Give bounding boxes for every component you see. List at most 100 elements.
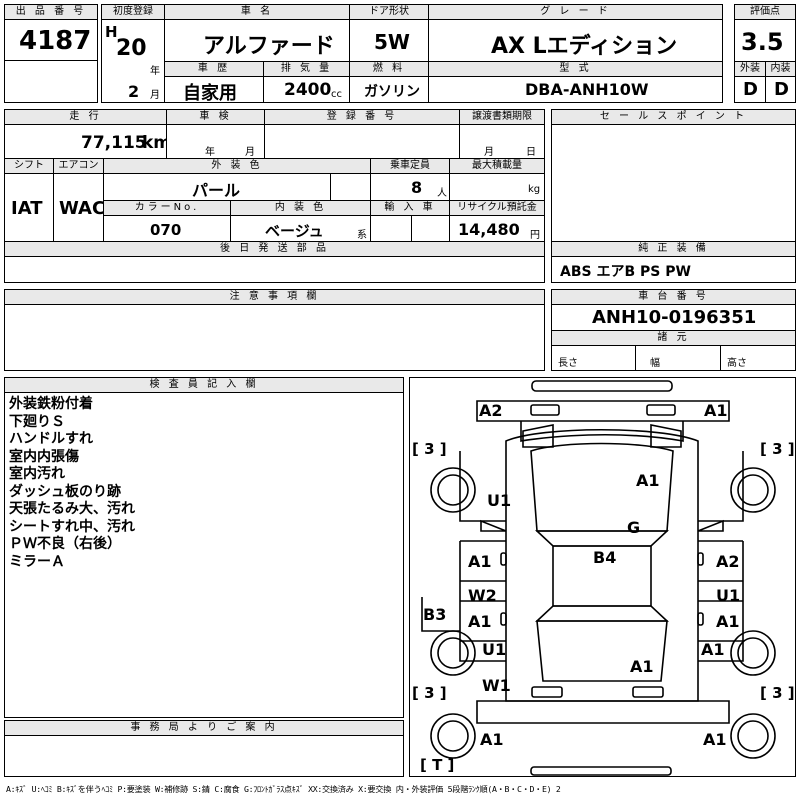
tire-fr: [ 3 ]: [760, 440, 795, 458]
mark-rear-fender-left: U1: [482, 640, 507, 659]
ext-color-label: 外 装 色: [103, 158, 371, 174]
recycle-unit: 円: [530, 230, 540, 241]
later-parts-cell: [4, 256, 545, 283]
model: DBA-ANH10W: [525, 80, 649, 99]
shift-cell: IAT: [4, 173, 54, 242]
mark-front-door-right: A2: [716, 552, 740, 571]
recycle: 14,480: [458, 220, 520, 239]
displacement-label: 排 気 量: [263, 61, 350, 77]
reg-no-label: 登 録 番 号: [264, 109, 460, 125]
chassis-label: 車 台 番 号: [551, 289, 796, 305]
max-load-cell: kg: [449, 173, 545, 201]
office-label: 事 務 局 よ り ご 案 内: [4, 720, 404, 736]
note-line: ダッシュ板のり跡: [9, 483, 121, 500]
mileage-label: 走 行: [4, 109, 167, 125]
year-unit: 年: [150, 66, 160, 77]
width-cell: 幅: [635, 345, 721, 371]
inspector-notes: 外装鉄粉付着 下廻りＳ ハンドルすれ 室内内張傷 室内汚れ ダッシュ板のり跡 天…: [4, 392, 404, 718]
capacity-label: 乗車定員: [370, 158, 450, 174]
tire-fl: [ 3 ]: [412, 440, 447, 458]
height-cell: 高さ: [720, 345, 796, 371]
color-no-cell: 070: [103, 215, 231, 242]
first-reg-cell: H 20 年 2 月: [101, 19, 165, 103]
ac-label: エアコン: [53, 158, 104, 174]
note-line: ＰＷ不良（右後）: [9, 536, 121, 552]
mark-rear-bumper-left: A1: [480, 730, 504, 749]
fuel-label: 燃 料: [349, 61, 429, 77]
inspection-label: 車 検: [166, 109, 265, 125]
note-line: 天張たるみ大、汚れ: [9, 501, 135, 517]
max-load-unit: kg: [528, 184, 541, 195]
history-label: 車 歴: [164, 61, 264, 77]
model-cell: DBA-ANH10W: [428, 76, 723, 103]
history-cell: 自家用: [164, 76, 264, 103]
door-label: ドア形状: [349, 4, 429, 20]
transfer-label: 譲渡書類期限: [459, 109, 545, 125]
int-color-unit: 系: [357, 230, 367, 241]
shift: IAT: [11, 198, 43, 219]
sales-point-label: セ ー ル ス ポ イ ン ト: [551, 109, 796, 125]
mark-fender-left: U1: [487, 491, 512, 510]
genuine-equipment: ABS エアB PS PW: [560, 264, 691, 280]
mark-sill-left: B3: [423, 605, 447, 624]
inspection-month-unit: 月: [245, 147, 255, 158]
car-name-label: 車 名: [164, 4, 350, 20]
month-unit: 月: [150, 90, 160, 101]
genuine-cell: ABS エアB PS PW: [551, 256, 796, 283]
tire-rr: [ 3 ]: [760, 684, 795, 702]
mark-windshield: G: [627, 518, 641, 537]
int-color-cell: ベージュ 系: [230, 215, 371, 242]
recycle-label: リサイクル預託金: [449, 200, 545, 216]
int-color-label: 内 装 色: [230, 200, 371, 216]
office-cell: [4, 735, 404, 777]
legend: A:ｷｽﾞ U:ﾍｺﾐ B:ｷｽﾞを伴うﾍｺﾐ P:要塗装 W:補修跡 S:錆 …: [6, 784, 561, 794]
caution-cell: [4, 304, 545, 371]
chassis-cell: ANH10-0196351: [551, 304, 796, 331]
mark-front-bumper-right: A1: [704, 401, 728, 420]
interior-cell: D: [765, 76, 796, 103]
mark-front-door-left: A1: [468, 552, 492, 571]
door-cell: 5W: [349, 19, 429, 62]
mark-hood: A1: [636, 471, 660, 490]
blank-cell: [4, 60, 98, 103]
model-label: 型 式: [428, 61, 723, 77]
ext-color: パール: [192, 181, 241, 200]
color-no-label: カラーNo.: [103, 200, 231, 216]
exterior-cell: D: [734, 76, 766, 103]
lot-no-label: 出 品 番 号: [4, 4, 98, 20]
car-name-cell: アルファード: [164, 19, 350, 62]
note-line: 室内汚れ: [9, 466, 65, 482]
import-cell-b: [411, 215, 450, 242]
interior-label: 内装: [765, 61, 796, 77]
width-label: 幅: [650, 358, 660, 369]
caution-label: 注 意 事 項 欄: [4, 289, 545, 305]
tire-rl: [ 3 ]: [412, 684, 447, 702]
later-parts-label: 後 日 発 送 部 品: [4, 241, 545, 257]
transfer-cell: 月 日: [459, 124, 545, 159]
score-cell: 3.5: [734, 19, 796, 62]
genuine-label: 純 正 装 備: [551, 241, 796, 257]
reg-year: 20: [116, 36, 147, 61]
grade-cell: AX Lエディション: [428, 19, 723, 62]
mark-rear-bumper-right: A1: [703, 730, 727, 749]
transfer-month-unit: 月: [484, 147, 494, 158]
score: 3.5: [741, 28, 784, 56]
mileage-unit: km: [142, 133, 166, 153]
inspection-year-unit: 年: [205, 147, 215, 158]
transfer-day-unit: 日: [526, 147, 536, 158]
exterior-label: 外装: [734, 61, 766, 77]
chassis-number: ANH10-0196351: [592, 307, 757, 328]
note-line: 外装鉄粉付着: [9, 396, 93, 412]
recycle-cell: 14,480 円: [449, 215, 545, 242]
ac: WAC: [59, 198, 104, 219]
inspection-cell: 年 月: [166, 124, 265, 159]
grade-label: グ レ ー ド: [428, 4, 723, 20]
history: 自家用: [183, 83, 237, 103]
capacity: 8: [411, 178, 423, 197]
length-label: 長さ: [558, 358, 578, 369]
note-line: ハンドルすれ: [9, 431, 93, 447]
exterior-grade: D: [743, 79, 758, 100]
ac-cell: WAC: [53, 173, 104, 242]
note-line: シートすれ中、汚れ: [9, 518, 135, 535]
car-diagram: [ 3 ] [ 3 ] [ 3 ] [ 3 ] [ T ] A2 A1 A1 U…: [409, 377, 796, 777]
